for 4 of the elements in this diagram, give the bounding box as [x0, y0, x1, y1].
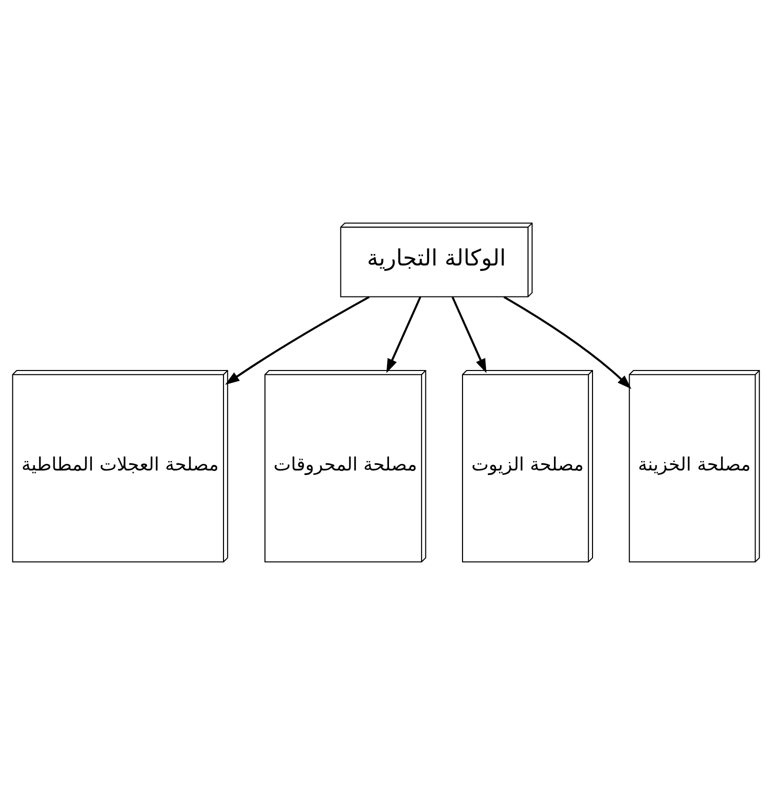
- arrow: [452, 296, 486, 374]
- arrow: [503, 296, 632, 390]
- arrow: [386, 296, 422, 374]
- arrow: [225, 296, 370, 385]
